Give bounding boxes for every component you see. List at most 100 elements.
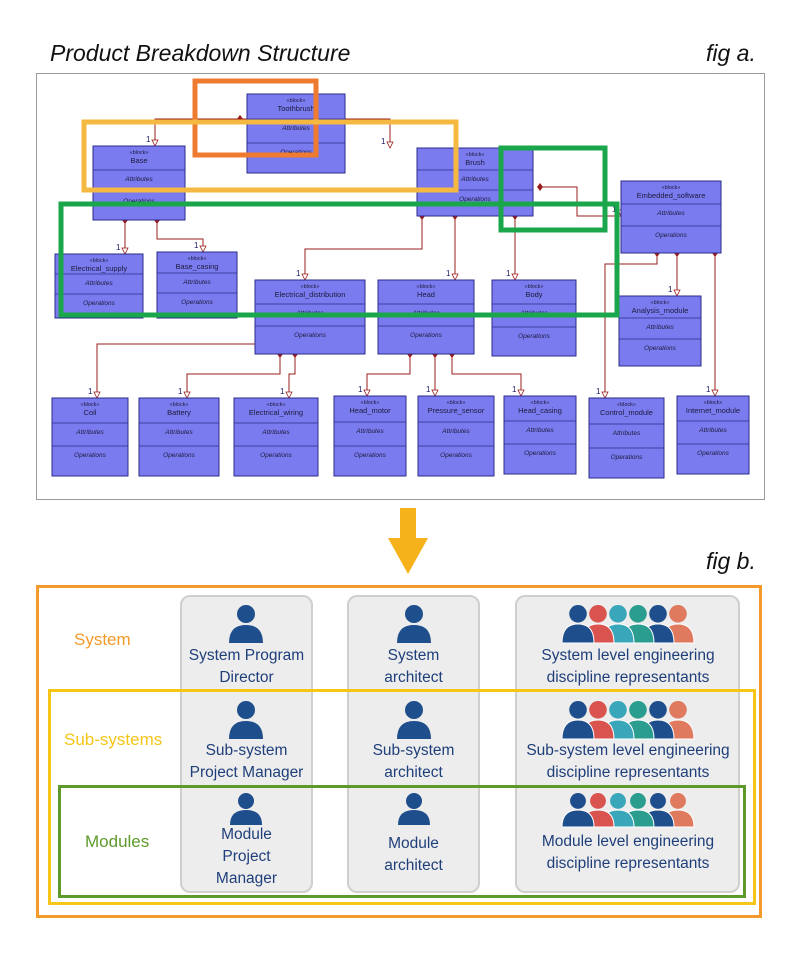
multiplicity-label: 1 [358,385,363,394]
arrowhead-icon [711,389,719,397]
block-name: Electrical_distribution [275,290,346,299]
block-stereotype: «block» [531,400,550,406]
architects-column [347,595,480,893]
multiplicity-label: 1 [88,387,93,396]
row-label-modules: Modules [85,832,150,851]
multiplicity-label: 1 [146,135,151,144]
system-architect-label: System architect [337,645,490,689]
team-member-head [609,605,627,623]
team-member-head [629,701,647,719]
engineering-column [515,595,740,893]
block-name: Toothbrush [277,104,314,113]
connector-line [186,354,281,398]
module-engineering-label: Module level engineering discipline repr… [512,831,744,875]
block-head-motor [333,395,407,477]
multiplicity-label: 1 [178,387,183,396]
arrowhead-icon [93,391,101,399]
role-line: Module [388,835,439,852]
block-stereotype: «block» [130,150,149,156]
block-stereotype: «block» [704,400,723,406]
arrowhead-icon [199,245,207,253]
person-icon [398,793,430,825]
block-operations-label: Operations [440,452,473,459]
system-highlight [192,78,319,158]
block-head-casing [503,395,577,475]
block-name: Analysis_module [632,306,689,315]
team-member-head [569,701,587,719]
role-line: Sub-system [205,742,288,759]
multiplicity-label: 1 [506,269,511,278]
role-line: Project [222,848,271,865]
multiplicity-label: 1 [116,243,121,252]
team-member-head [649,701,667,719]
block-name: Coil [84,408,97,417]
block-operations-label: Operations [410,332,443,339]
block-stereotype: «block» [301,284,320,290]
module-highlight [498,145,608,233]
subsystems-band [48,689,756,905]
team-member-head [569,605,587,623]
modules-band [58,785,746,898]
block-name: Head_motor [349,406,391,415]
connector-line [96,343,269,398]
arrowhead-icon [301,273,309,281]
module-architect-label: Module architect [337,833,490,877]
arrowhead-icon [121,247,129,255]
block-stereotype: «block» [466,152,485,158]
system-program-director-label: System Program Director [170,645,323,689]
block-stereotype: «block» [81,402,100,408]
multiplicity-label: 1 [668,285,673,294]
role-line: System [387,647,440,664]
role-line: Manager [215,870,278,887]
block-operations-label: Operations [697,450,730,457]
team-member-body [562,719,595,740]
role-line: Module [221,826,272,843]
block-stereotype: «block» [188,256,207,262]
module-project-manager-label: Module Project Manager [170,824,323,890]
person-icon [229,701,263,739]
block-stereotype: «block» [417,284,436,290]
block-internet-module [676,395,750,475]
multiplicity-label: 1 [381,137,386,146]
block-operations-label: Operations [294,332,327,339]
block-name: Head_casing [518,406,562,415]
block-electrical-wiring [233,397,319,477]
arrowhead-icon [673,289,681,297]
team-icon [562,605,695,644]
block-body [491,279,577,357]
block-battery [138,397,220,477]
fig-b-label: fig b. [706,548,756,574]
team-member-head [590,793,606,809]
connector-line [154,118,240,146]
block-attributes-label: Attributes [460,176,489,183]
arrowhead-icon [183,391,191,399]
block-operations-label: Operations [181,299,214,306]
subsystem-project-manager-label: Sub-system Project Manager [170,740,323,784]
connector-line [304,216,423,280]
block-name: Body [525,290,542,299]
block-stereotype: «block» [447,400,466,406]
block-stereotype: «block» [662,185,681,191]
block-operations-label: Operations [611,454,644,461]
connector-line [366,354,411,396]
team-member-head [630,793,646,809]
role-line: Sub-system [372,742,455,759]
block-operations-label: Operations [524,450,557,457]
block-stereotype: «block» [651,300,670,306]
block-base-casing [156,251,238,319]
block-coil [51,397,129,477]
block-attributes-label: Attributes [281,125,310,132]
connector-line [451,354,522,396]
role-line: Project Manager [189,764,304,781]
role-line: System level engineering [541,647,715,664]
block-name: Brush [465,158,485,167]
block-control-module [588,397,665,479]
block-stereotype: «block» [525,284,544,290]
arrowhead-icon [517,389,525,397]
block-attributes-label: Attributes [441,428,470,435]
role-line: architect [384,669,443,686]
subsystem-architect-label: Sub-system architect [337,740,490,784]
block-stereotype: «block» [267,402,286,408]
team-member-head [670,793,686,809]
